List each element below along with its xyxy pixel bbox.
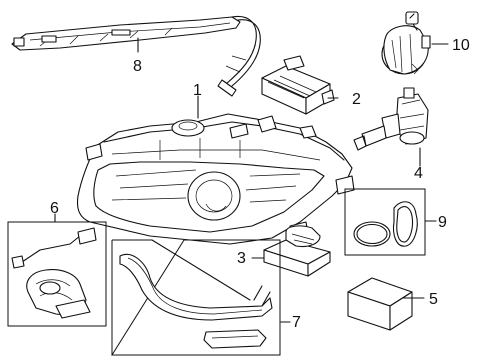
leader-lines: [54, 37, 449, 323]
callout-9: 9: [438, 214, 447, 231]
callout-8: 8: [133, 58, 142, 75]
part-9-seal-rings: [344, 188, 426, 256]
callout-5: 5: [429, 291, 438, 308]
callout-4: 4: [414, 165, 423, 182]
callout-6: 6: [50, 200, 59, 217]
part-7-bracket: [111, 239, 281, 356]
callout-10: 10: [452, 37, 470, 54]
callout-labels: 1 2 3 4 5 6 7 8 9 10: [50, 37, 470, 331]
callout-3: 3: [237, 250, 246, 267]
callout-1: 1: [193, 82, 202, 99]
part-6-leveling-motor: [7, 221, 107, 327]
part-4-bulb: [353, 87, 429, 151]
part-10-cap: [381, 11, 431, 75]
part-2-control-module: [261, 55, 335, 115]
part-8-wiring-harness: [11, 15, 261, 97]
part-5-block: [347, 277, 413, 331]
callout-7: 7: [292, 314, 301, 331]
part-1-headlamp-assembly: [76, 113, 355, 245]
callout-2: 2: [352, 91, 361, 108]
part-3-ballast-unit: [263, 225, 331, 277]
